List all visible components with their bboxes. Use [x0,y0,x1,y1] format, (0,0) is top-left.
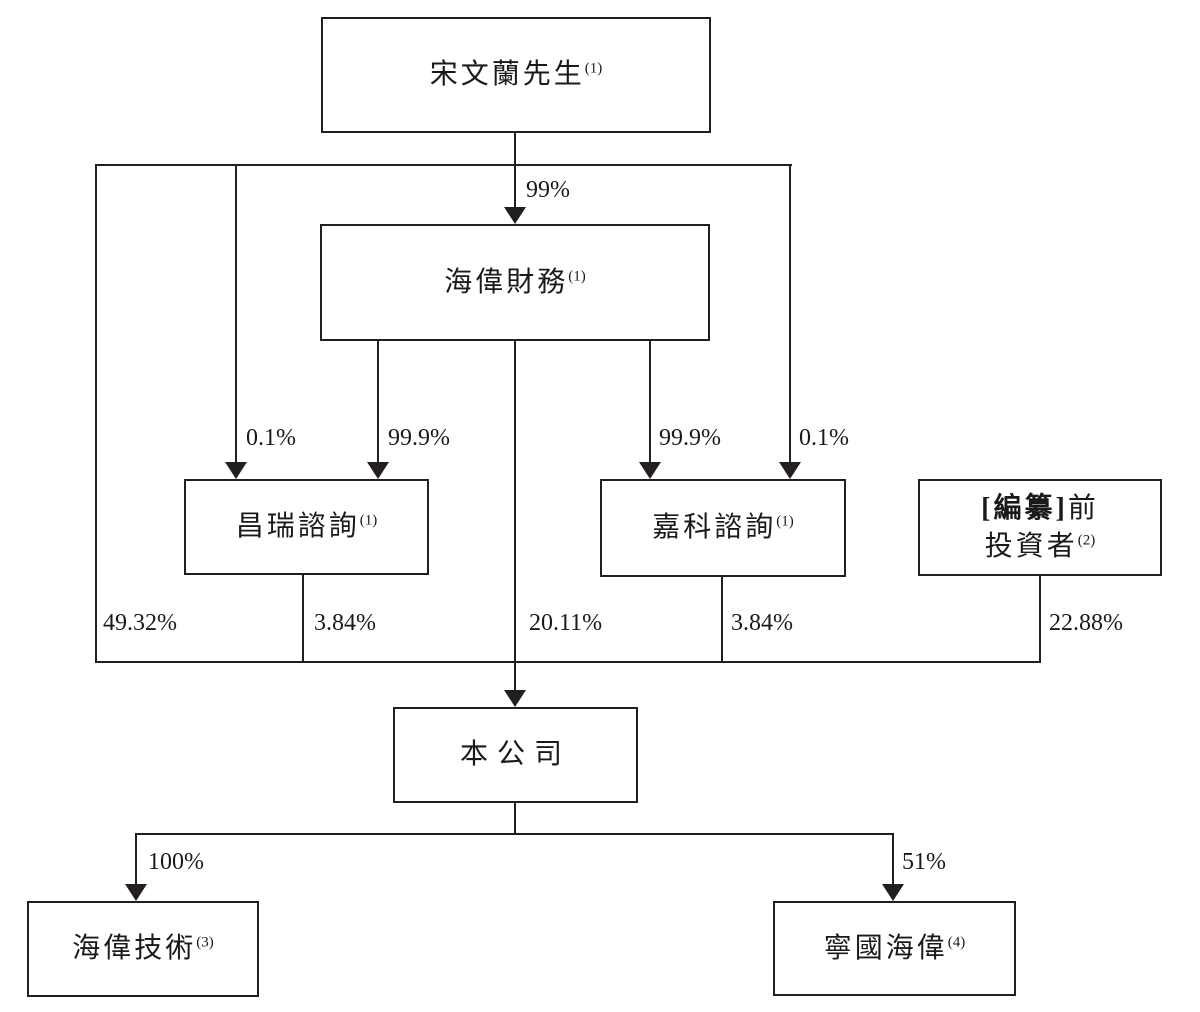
connector-song-to-jiake [789,164,791,463]
node-haiwei-finance: 海偉財務(1) [320,224,710,341]
connector-investors-down [1039,576,1041,663]
node-jiake-consulting: 嘉科諮詢(1) [600,479,846,577]
arrow-down-icon [504,207,526,224]
connector-song-to-finance [514,133,516,209]
node-haiwei-finance-label: 海偉財務(1) [444,266,586,298]
ownership-label-song-to-jiake: 0.1% [799,425,849,451]
connector-finance-to-jiake [649,341,651,463]
connector-finance-to-changrui [377,341,379,463]
arrow-down-icon [504,690,526,707]
node-ningguo-haiwei-label: 寧國海偉(4) [823,932,966,964]
connector-finance-to-company [514,341,516,691]
node-haiwei-technology: 海偉技術(3) [27,901,259,997]
connector-subsidiaries-rail [135,833,894,835]
ownership-label-song-to-changrui: 0.1% [246,425,296,451]
ownership-label-changrui-to-company: 3.84% [314,610,376,636]
ownership-label-finance-to-changrui: 99.9% [388,425,450,451]
connector-company-to-tech [135,833,137,885]
ownership-label-company-to-tech: 100% [148,849,204,875]
node-haiwei-technology-label: 海偉技術(3) [72,933,214,965]
connector-company-to-ningguo [892,833,894,885]
connector-jiake-down [721,577,723,663]
connector-song-direct [95,164,97,663]
ownership-label-company-to-ningguo: 51% [902,849,946,875]
arrow-down-icon [882,884,904,901]
connector-top-rail [95,164,792,166]
ownership-label-investors-to-company: 22.88% [1049,610,1123,636]
arrow-down-icon [779,462,801,479]
connector-company-down [514,803,516,835]
ownership-label-finance-to-jiake: 99.9% [659,425,721,451]
node-ningguo-haiwei: 寧國海偉(4) [773,901,1016,996]
connector-song-to-changrui [235,164,237,463]
ownership-label-song-to-finance: 99% [526,177,570,203]
arrow-down-icon [639,462,661,479]
node-pre-ipo-investors: [編纂]前 投資者(2) [918,479,1162,576]
connector-junction-rail [95,661,1041,663]
arrow-down-icon [125,884,147,901]
node-song-wenlan: 宋文蘭先生(1) [321,17,711,133]
node-the-company-label: 本公司 [459,739,571,771]
ownership-label-song-to-company: 49.32% [103,610,177,636]
node-song-wenlan-label: 宋文蘭先生(1) [429,59,603,91]
node-the-company: 本公司 [393,707,638,803]
arrow-down-icon [367,462,389,479]
node-changrui-consulting-label: 昌瑞諮詢(1) [235,511,378,543]
connector-changrui-down [302,575,304,663]
node-changrui-consulting: 昌瑞諮詢(1) [184,479,429,575]
ownership-label-finance-to-company: 20.11% [529,610,603,636]
node-jiake-consulting-label: 嘉科諮詢(1) [652,512,794,544]
ownership-label-jiake-to-company: 3.84% [731,610,793,636]
node-pre-ipo-investors-label: [編纂]前 投資者(2) [981,492,1099,562]
arrow-down-icon [225,462,247,479]
